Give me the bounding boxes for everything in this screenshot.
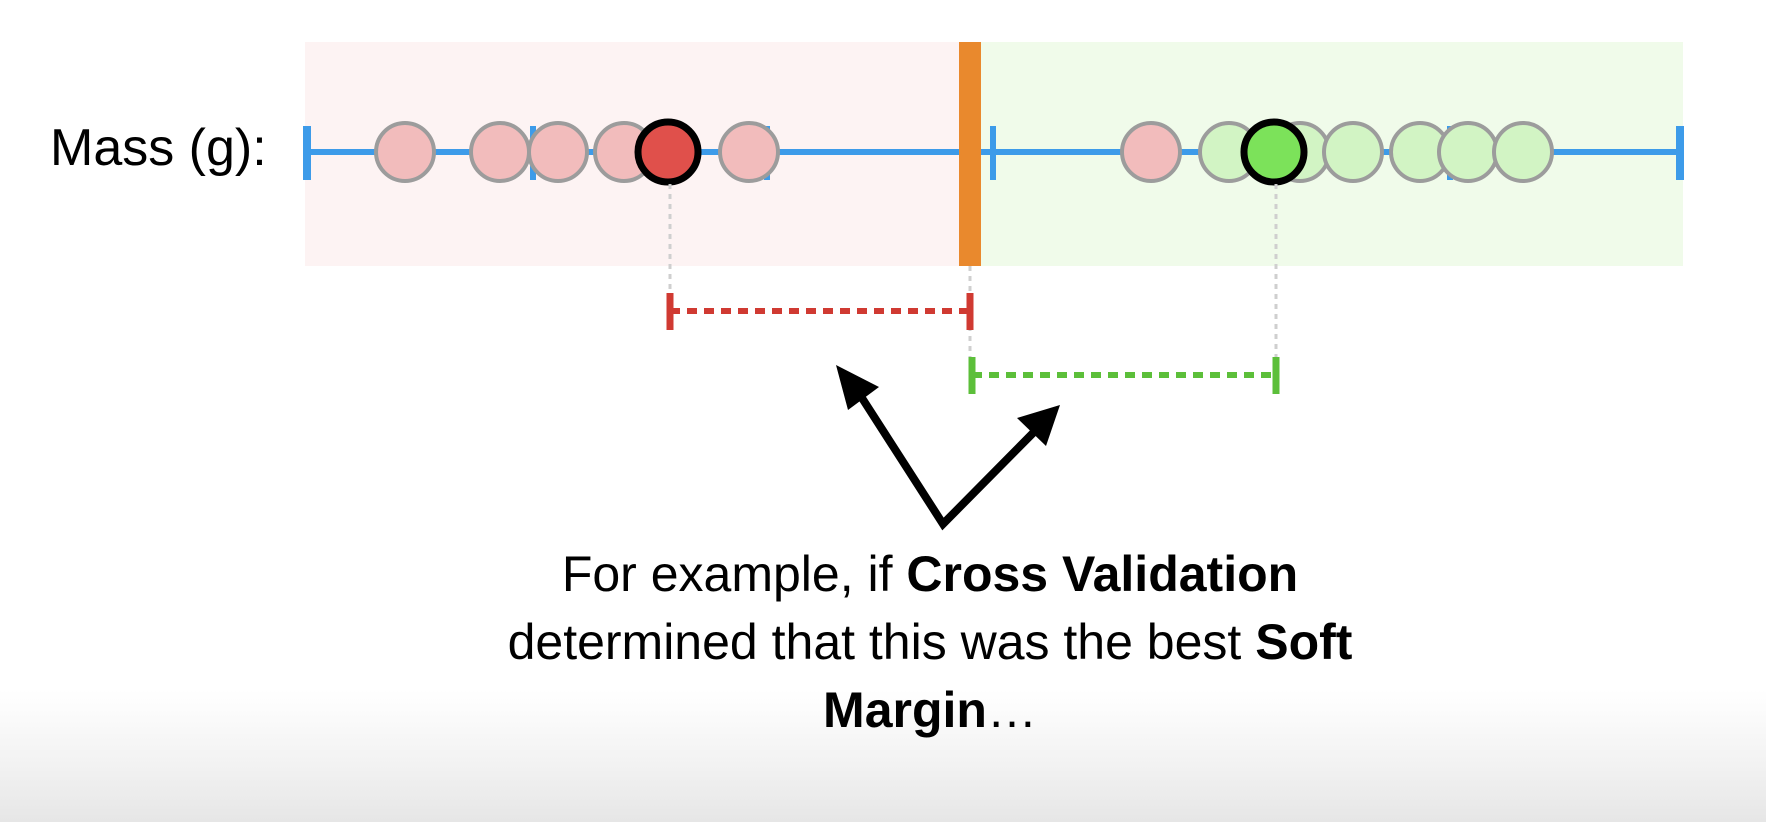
green-point-highlighted bbox=[1240, 118, 1308, 186]
green-point bbox=[1322, 121, 1384, 183]
caption-line-3: Margin… bbox=[380, 676, 1480, 744]
green-point bbox=[1437, 121, 1499, 183]
double-arrow-icon bbox=[836, 365, 1060, 531]
caption-line-1: For example, if Cross Validation bbox=[380, 540, 1480, 608]
red-point bbox=[469, 121, 531, 183]
red-point-misclassified bbox=[1120, 121, 1182, 183]
caption-bold: Margin bbox=[823, 682, 987, 738]
caption: For example, if Cross Validation determi… bbox=[380, 540, 1480, 744]
threshold-bar bbox=[959, 42, 981, 266]
green-point bbox=[1492, 121, 1554, 183]
caption-bold: Soft bbox=[1255, 614, 1353, 670]
red-point bbox=[527, 121, 589, 183]
red-point-highlighted bbox=[634, 118, 702, 186]
caption-bold: Cross Validation bbox=[906, 546, 1299, 602]
caption-text: For example, if bbox=[561, 546, 907, 602]
red-point bbox=[374, 121, 436, 183]
red-point bbox=[718, 121, 780, 183]
axis-label: Mass (g): bbox=[50, 119, 267, 177]
caption-text: … bbox=[986, 682, 1037, 738]
caption-line-2: determined that this was the best Soft bbox=[380, 608, 1480, 676]
caption-text: determined that this was the best bbox=[507, 614, 1256, 670]
